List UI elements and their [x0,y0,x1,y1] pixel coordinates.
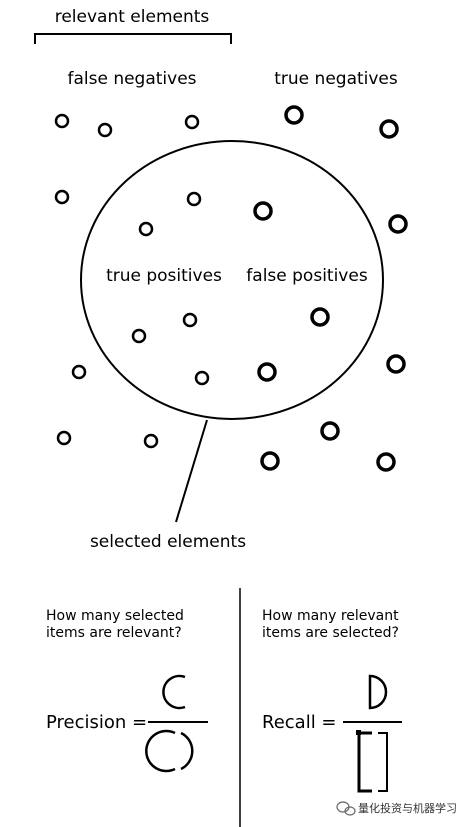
precision-question-line2: items are relevant? [46,625,182,641]
true-negative-dot [379,119,399,139]
false-negative-dot [54,189,70,205]
true-negative-dot [376,452,396,472]
false-negatives-label: false negatives [67,69,196,89]
recall-denominator-icon [356,730,388,793]
true-positive-dot [194,370,210,386]
false-negative-dot [56,430,72,446]
selected-elements-ellipse [80,140,384,420]
recall-equation-label: Recall = [262,712,337,733]
watermark: 量化投资与机器学习 [336,801,457,816]
relevant-elements-label: relevant elements [55,7,210,27]
true-positive-dot [182,312,198,328]
non-relevant-elements-dots [253,105,408,472]
true-negatives-label: true negatives [274,69,398,89]
relevant-elements-bracket [34,33,232,44]
true-negative-dot [386,354,406,374]
true-negative-dot [320,421,340,441]
precision-denominator-icon [145,729,194,773]
false-positive-dot [257,362,277,382]
true-positive-dot [186,191,202,207]
true-positive-dot [131,328,147,344]
watermark-text: 量化投资与机器学习 [358,801,457,815]
true-negative-dot [260,451,280,471]
precision-question-line1: How many selected [46,608,184,624]
wechat-icon [336,801,356,816]
false-positive-dot [253,201,273,221]
true-negative-dot [388,214,408,234]
false-positive-dot [310,307,330,327]
recall-question-line2: items are selected? [262,625,399,641]
precision-numerator-icon [162,674,186,710]
true-positive-dot [138,221,154,237]
true-positives-label: true positives [106,266,222,286]
false-negative-dot [54,113,70,129]
precision-equation-label: Precision = [46,712,147,733]
false-positives-label: false positives [246,266,368,286]
recall-question-line1: How many relevant [262,608,399,624]
false-negative-dot [143,433,159,449]
recall-numerator-icon [368,674,388,710]
false-negative-dot [184,114,200,130]
false-negative-dot [97,122,113,138]
selected-elements-pointer-line [175,419,208,523]
false-negative-dot [71,364,87,380]
true-negative-dot [284,105,304,125]
selected-elements-label: selected elements [90,532,246,552]
relevant-elements-dots [54,113,210,449]
